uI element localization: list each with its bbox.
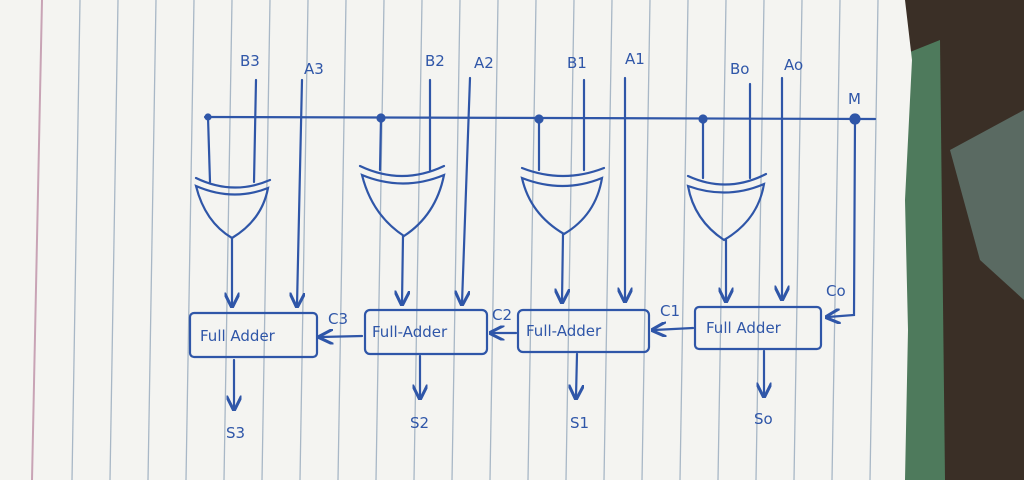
label-a2: A2 xyxy=(474,54,494,72)
label-b1: B1 xyxy=(567,54,587,72)
label-s3: S3 xyxy=(226,424,245,442)
xor2-to-fa2-wire xyxy=(402,234,403,303)
label-c3: C3 xyxy=(328,310,348,328)
label-s2: S2 xyxy=(410,414,429,432)
full-adder-0-label: Full Adder xyxy=(706,319,782,337)
output-labels: S3 S2 S1 So xyxy=(226,410,773,442)
label-b0: Bo xyxy=(730,60,749,78)
b3-wire xyxy=(252,78,258,184)
label-c1: C1 xyxy=(660,302,680,320)
label-c0: Co xyxy=(826,282,846,300)
label-a1: A1 xyxy=(625,50,645,68)
c3-carry-arrow xyxy=(321,336,364,337)
full-adder-2-label: Full-Adder xyxy=(372,323,448,341)
label-m: M xyxy=(848,90,861,108)
xor-gate-0 xyxy=(686,172,768,242)
xor-gate-3 xyxy=(194,176,272,240)
full-adder-1-label: Full-Adder xyxy=(526,322,602,340)
carry-labels: Co C1 C2 C3 xyxy=(328,282,846,328)
a2-wire xyxy=(462,76,472,303)
full-adder-0-box xyxy=(693,305,823,351)
ruled-lines xyxy=(71,0,879,480)
circuit-ink xyxy=(188,76,877,408)
xor-gate-1 xyxy=(520,166,606,236)
label-a0: Ao xyxy=(784,56,803,74)
input-labels: B3 A3 B2 A2 B1 A1 Bo Ao M xyxy=(240,50,861,108)
label-a3: A3 xyxy=(304,60,324,78)
m-to-c0-wire xyxy=(828,117,857,317)
label-b3: B3 xyxy=(240,52,260,70)
label-c2: C2 xyxy=(492,306,512,324)
label-s0: So xyxy=(754,410,773,428)
s1-wire xyxy=(576,352,577,397)
label-s1: S1 xyxy=(570,414,589,432)
a3-wire xyxy=(297,78,302,305)
m-to-xor3-wire xyxy=(206,115,212,184)
full-adder-1-box xyxy=(516,308,651,354)
c1-carry-arrow xyxy=(654,328,695,330)
label-b2: B2 xyxy=(425,52,445,70)
adder-labels: Full Adder Full-Adder Full-Adder Full Ad… xyxy=(200,319,782,345)
m-to-xor2-wire xyxy=(378,116,383,172)
xor1-to-fa1-wire xyxy=(562,232,563,301)
full-adder-2-box xyxy=(363,308,489,356)
full-adder-3-label: Full Adder xyxy=(200,327,276,345)
full-adder-3-box xyxy=(188,311,319,359)
xor-gate-2 xyxy=(358,164,446,238)
ruler xyxy=(950,110,1024,300)
margin-line xyxy=(31,0,43,480)
